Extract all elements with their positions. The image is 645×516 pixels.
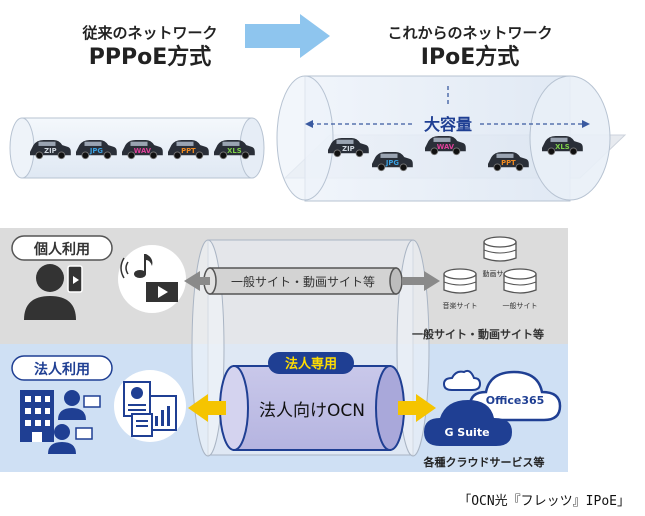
car-ppt: PPT xyxy=(168,140,209,160)
ocn-pipe-label: 法人向けOCN xyxy=(259,401,365,421)
servers-caption: 一般サイト・動画サイト等 xyxy=(412,327,544,341)
media-circle xyxy=(118,245,186,313)
car-xls: XLS xyxy=(214,140,255,160)
video-icon xyxy=(146,282,178,302)
ipoe-subtitle: これからのネットワーク xyxy=(387,24,552,42)
server-icon xyxy=(443,268,477,294)
car-ppt: PPT xyxy=(488,152,529,172)
person-phone-icon xyxy=(24,264,83,320)
personal-label: 個人利用 xyxy=(33,241,90,258)
personal-pipe xyxy=(203,267,403,295)
personal-pipe-label: 一般サイト・動画サイト等 xyxy=(231,274,375,289)
car-wav: WAV xyxy=(122,140,163,160)
car-label: WAV xyxy=(437,143,455,151)
pppoe-subtitle: 従来のネットワーク xyxy=(81,24,217,42)
car-label: XLS xyxy=(555,143,570,151)
server-label: 動画サイト xyxy=(483,269,518,278)
transition-arrow-icon xyxy=(245,14,330,58)
ocn-pipe xyxy=(219,365,405,451)
car-xls: XLS xyxy=(542,136,583,156)
business-person-icon xyxy=(48,390,101,454)
car-label: PPT xyxy=(501,159,516,167)
pppoe-cars: ZIP JPG WAV PPT XLS xyxy=(30,140,255,160)
personal-label-box xyxy=(11,235,113,261)
corporate-label: 法人利用 xyxy=(34,361,90,378)
documents-icon xyxy=(123,381,177,437)
sound-waves-icon xyxy=(120,257,129,279)
car-label: WAV xyxy=(134,147,152,155)
personal-pipe-arrows-icon xyxy=(184,271,440,291)
server-label: 音楽サイト xyxy=(443,301,478,310)
office-building-icon xyxy=(20,390,54,442)
car-label: ZIP xyxy=(342,145,354,153)
capacity-label: 大容量 xyxy=(424,115,472,134)
server-label: 一般サイト xyxy=(503,301,538,310)
capacity-arrows-icon xyxy=(310,86,585,125)
car-wav: WAV xyxy=(425,136,466,156)
car-label: JPG xyxy=(385,159,400,167)
corporate-badge xyxy=(268,352,354,374)
car-label: PPT xyxy=(181,147,196,155)
car-label: XLS xyxy=(227,147,242,155)
corporate-label-box xyxy=(11,355,113,381)
car-label: ZIP xyxy=(44,147,56,155)
pppoe-title: PPPoE方式 xyxy=(89,44,212,70)
source-caption: 「OCN光『フレッツ』IPoE」 xyxy=(458,494,630,509)
clouds-caption: 各種クラウドサービス等 xyxy=(423,455,545,469)
server-icon xyxy=(503,268,537,294)
ipoe-title: IPoE方式 xyxy=(421,44,519,70)
car-zip: ZIP xyxy=(328,138,369,158)
gsuite-label: G Suite xyxy=(444,426,489,439)
car-jpg: JPG xyxy=(76,140,117,160)
music-note-icon xyxy=(134,254,153,278)
small-cloud-icon xyxy=(442,369,482,391)
gsuite-cloud-icon xyxy=(424,400,512,446)
car-zip: ZIP xyxy=(30,140,71,160)
corporate-badge-text: 法人専用 xyxy=(285,356,337,372)
server-icon xyxy=(483,236,517,262)
ocn-arrows-icon xyxy=(188,394,436,422)
office365-label: Office365 xyxy=(486,394,545,407)
car-label: JPG xyxy=(89,147,104,155)
ipoe-cars: ZIP JPG WAV PPT XLS xyxy=(328,136,583,172)
car-jpg: JPG xyxy=(372,152,413,172)
